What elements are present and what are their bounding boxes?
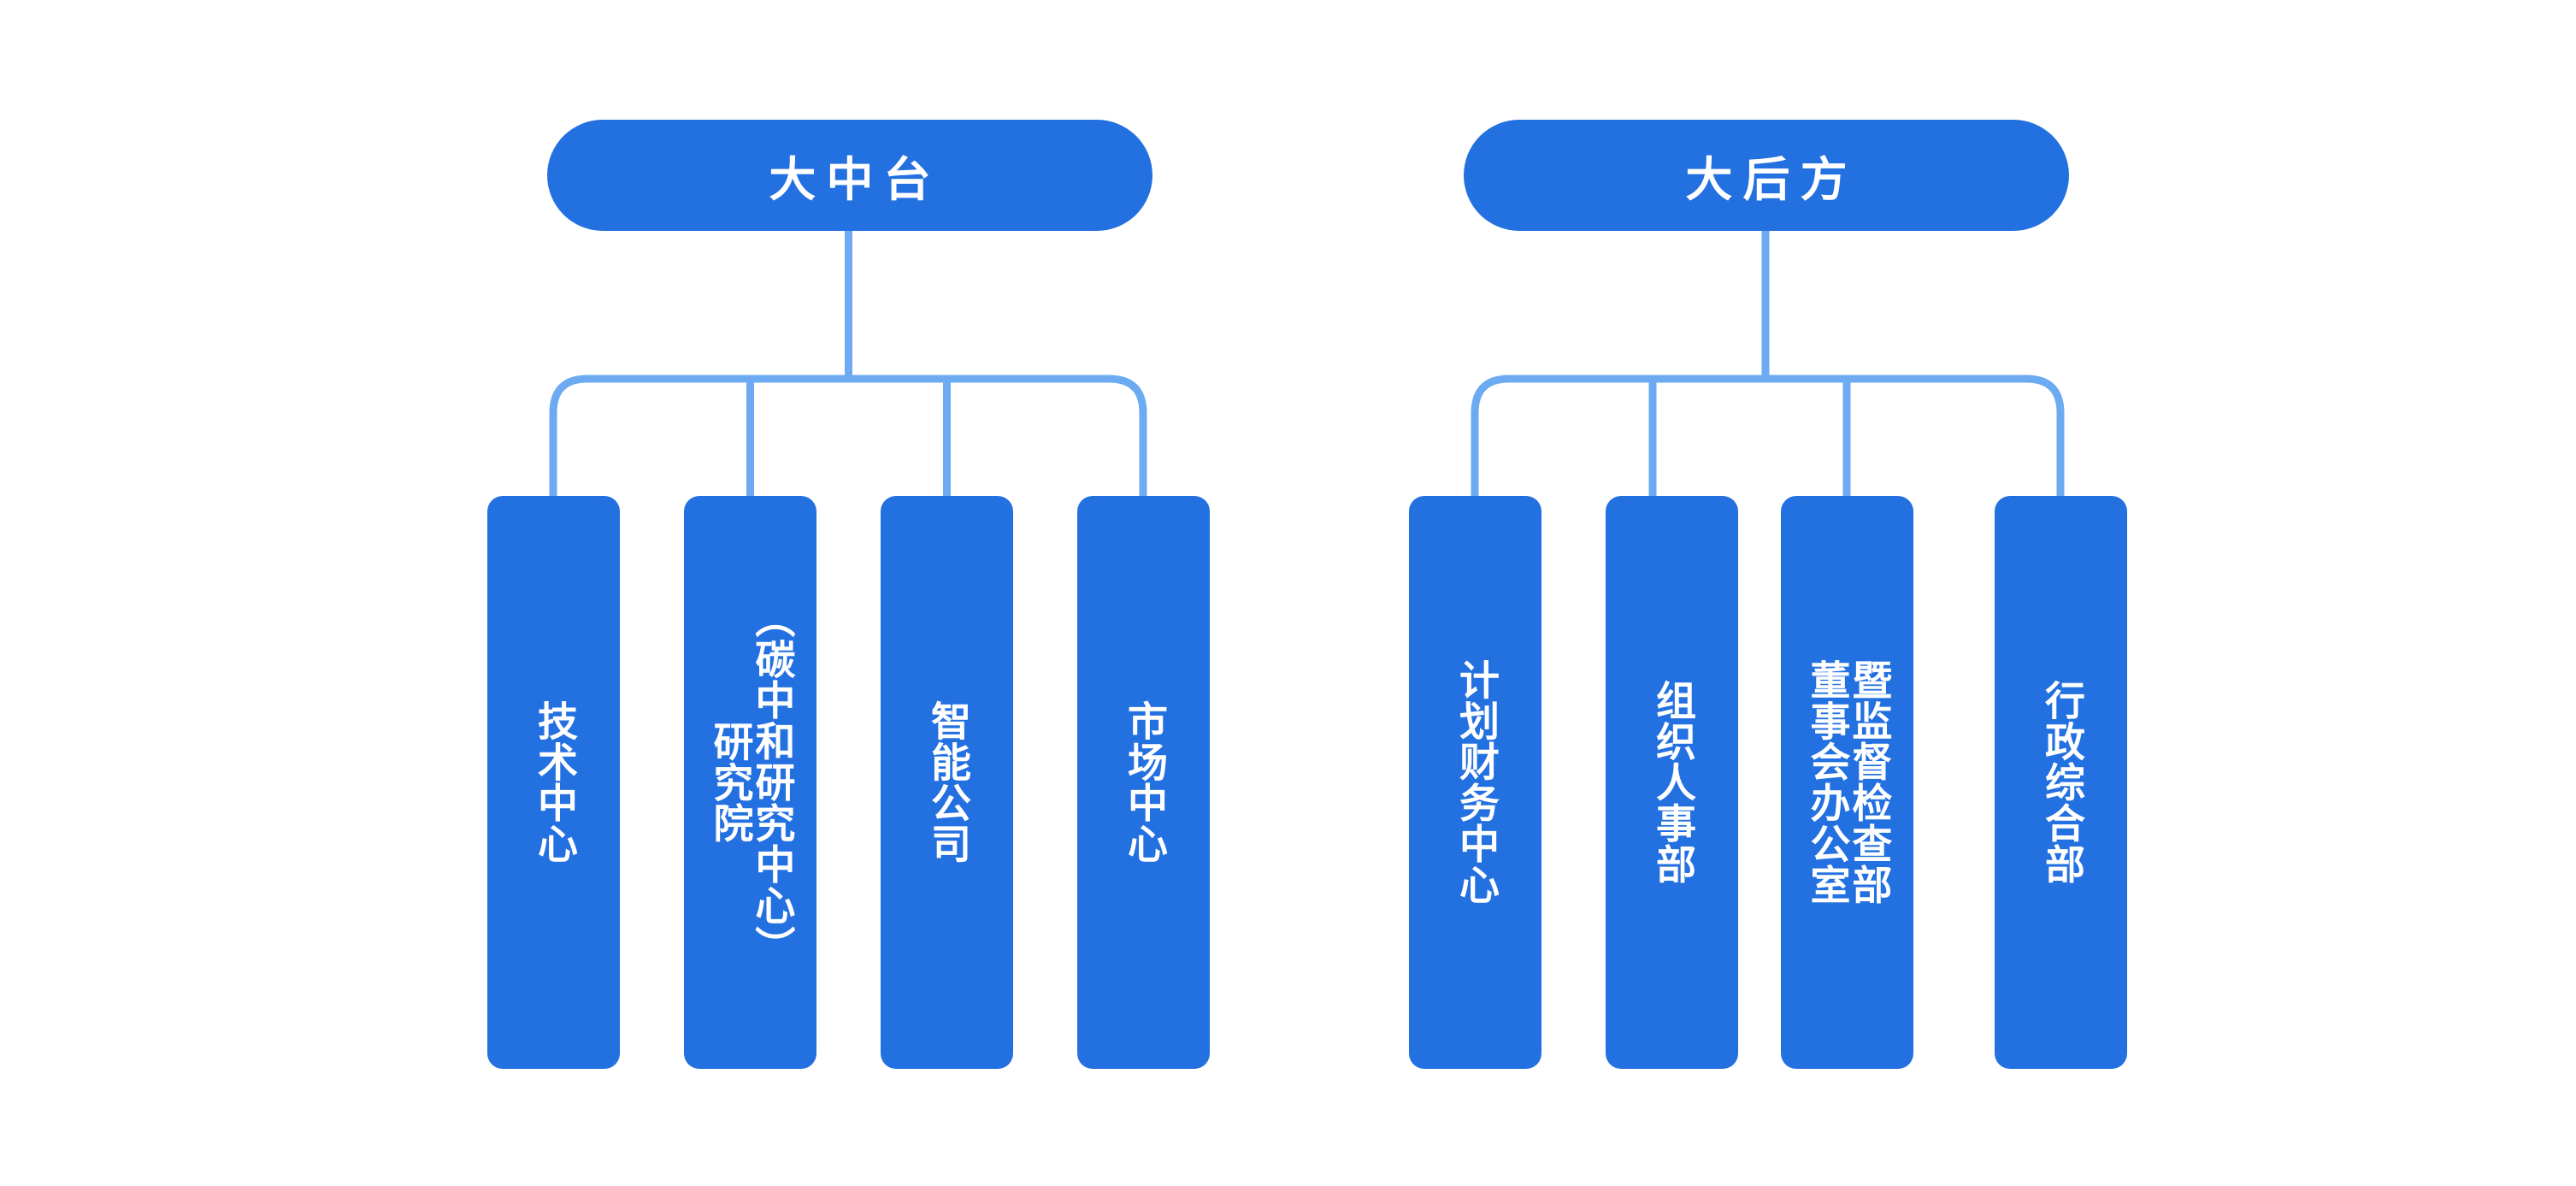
node-dongshihui[interactable]: 董事会办公室 暨监督检查部: [1781, 496, 1913, 1069]
bus-group-2: [1471, 375, 2065, 496]
node-label: 智能公司: [924, 700, 970, 864]
bus-group-1: [549, 375, 1147, 496]
node-jihua-caiwu[interactable]: 计划财务中心: [1409, 496, 1541, 1069]
node-label-col-b: 董事会办公室: [1804, 659, 1850, 906]
group-title-zhongtai[interactable]: 大中台: [547, 120, 1152, 231]
node-yanjiuyuan[interactable]: 研究院 （碳中和研究中心）: [684, 496, 816, 1069]
node-label-col-b: 研究院: [707, 721, 753, 844]
node-zuzhi-renshi[interactable]: 组织人事部: [1606, 496, 1738, 1069]
node-shichang-zhongxin[interactable]: 市场中心: [1077, 496, 1210, 1069]
node-label: 组织人事部: [1649, 680, 1695, 885]
group-title-label: 大中台: [769, 153, 941, 206]
node-label-col-a: （碳中和研究中心）: [749, 598, 795, 967]
node-zhineng-gongsi[interactable]: 智能公司: [881, 496, 1013, 1069]
node-label: 技术中心: [531, 700, 577, 864]
node-xingzheng[interactable]: 行政综合部: [1995, 496, 2127, 1069]
node-label: 计划财务中心: [1453, 659, 1499, 906]
node-label: 行政综合部: [2038, 680, 2084, 885]
node-label: 市场中心: [1121, 700, 1167, 864]
node-label-col-a: 暨监督检查部: [1846, 659, 1892, 906]
group-title-label: 大后方: [1685, 153, 1858, 206]
group-title-houfang[interactable]: 大后方: [1464, 120, 2069, 231]
node-jishu-zhongxin[interactable]: 技术中心: [487, 496, 620, 1069]
